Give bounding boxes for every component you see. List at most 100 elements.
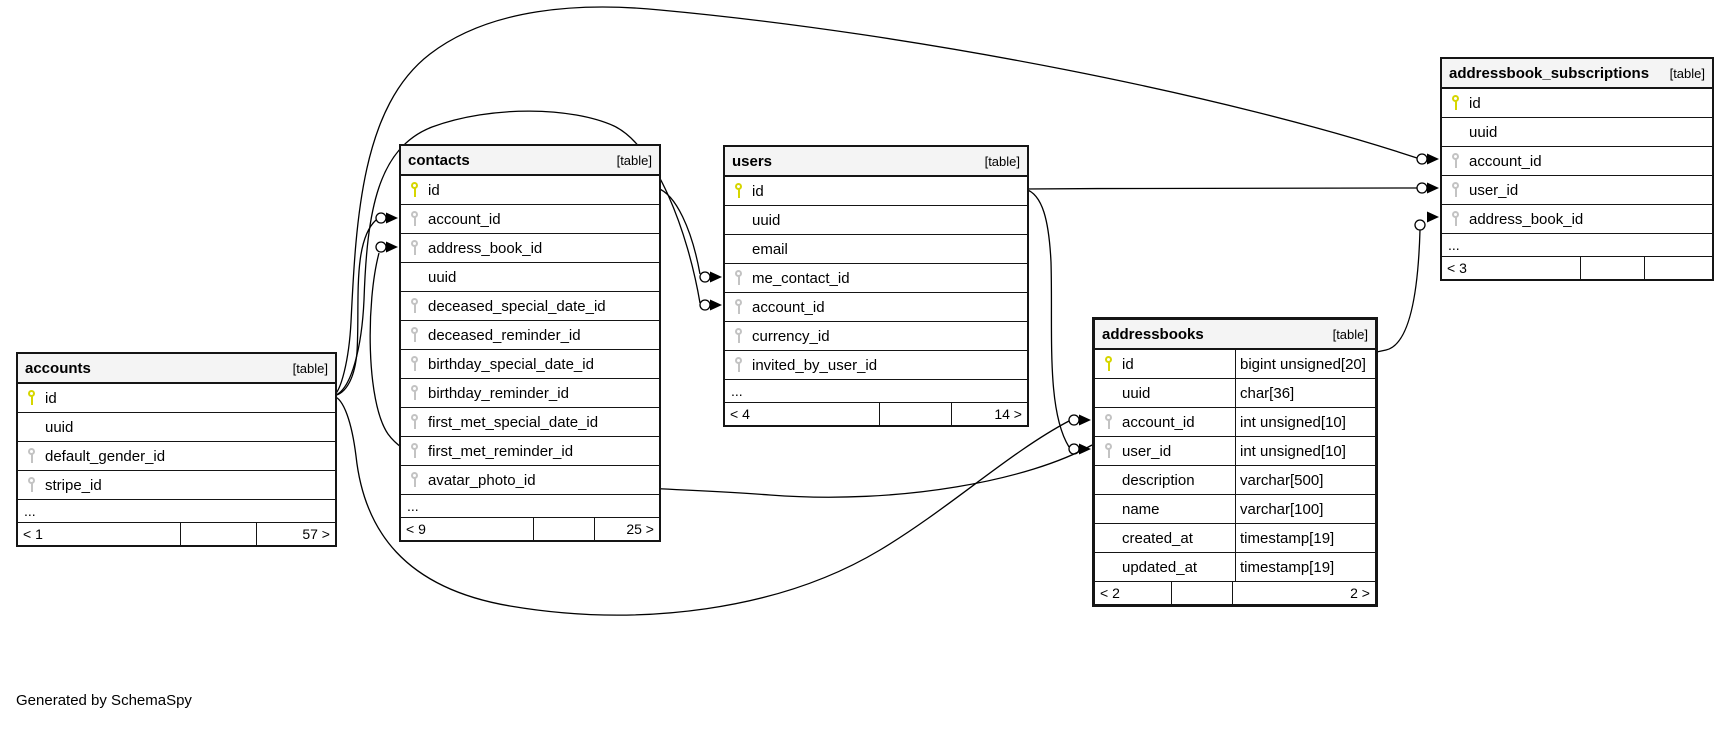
footer-parent-count: < 3 [1447,260,1467,276]
column-name: deceased_reminder_id [428,326,581,344]
key-gutter [401,356,428,372]
column-name: uuid [1122,384,1151,402]
column-row-accounts-id: id [18,383,335,412]
foreign-key-icon [27,477,36,493]
column-type: timestamp[19] [1235,524,1375,552]
foreign-key-arrowhead [386,212,398,224]
column-row-users-invited_by_user_id: invited_by_user_id [725,350,1027,379]
column-name: uuid [1469,123,1498,141]
key-gutter [1442,182,1469,198]
table-tag: [table] [1669,65,1705,81]
foreign-key-icon [410,356,419,372]
key-gutter [725,270,752,286]
foreign-key-icon [1451,211,1460,227]
column-name: default_gender_id [45,447,166,465]
key-gutter [1442,211,1469,227]
table-addressbooks[interactable]: addressbooks[table] id bigint unsigned[20]… [1092,317,1378,607]
table-header-addressbook_subscriptions[interactable]: addressbook_subscriptions [table] [1442,59,1712,88]
zero-or-many-circle [1416,182,1428,194]
foreign-key-arrowhead [1079,414,1091,426]
column-name: id [1469,94,1481,112]
column-type: varchar[500] [1235,466,1375,494]
column-name: uuid [752,211,781,229]
column-type: int unsigned[10] [1235,408,1375,436]
more-columns-ellipsis: ... [401,494,659,517]
primary-key-icon [410,182,419,198]
key-gutter [401,211,428,227]
column-row-accounts-stripe_id: stripe_id [18,470,335,499]
table-name[interactable]: contacts [408,151,470,169]
foreign-key-icon [1451,182,1460,198]
column-name: account_id [428,210,501,228]
key-gutter [1095,443,1122,459]
table-tag: [table] [616,152,652,168]
column-row-contacts-first_met_reminder_id: first_met_reminder_id [401,436,659,465]
table-header-users[interactable]: users [table] [725,147,1027,176]
column-name: account_id [1122,413,1195,431]
column-row-contacts-birthday_special_date_id: birthday_special_date_id [401,349,659,378]
column-name: uuid [428,268,457,286]
key-gutter [1442,153,1469,169]
column-type: char[36] [1235,379,1375,407]
column-row-addressbook_subscriptions-address_book_id: address_book_id [1442,204,1712,233]
column-row-addressbooks-account_id: account_id int unsigned[10] [1095,407,1375,436]
column-name: invited_by_user_id [752,356,878,374]
foreign-key-icon [1451,153,1460,169]
key-gutter [401,472,428,488]
column-name: updated_at [1122,558,1198,576]
more-columns-ellipsis: ... [725,379,1027,402]
table-name[interactable]: accounts [25,359,91,377]
table-addressbook_subscriptions[interactable]: addressbook_subscriptions [table] id uuid ac… [1440,57,1714,281]
zero-or-many-circle [699,299,711,311]
edge-users-id-to-addressbooks-user_id [1024,188,1091,455]
column-name: birthday_special_date_id [428,355,594,373]
foreign-key-icon [734,299,743,315]
column-name: name [1122,500,1160,518]
footer-middle-cell [879,403,951,425]
column-type: bigint unsigned[20] [1235,350,1375,378]
footer-child-count: 25 > [594,518,659,540]
column-name: stripe_id [45,476,102,494]
edge-accounts-id-to-addressbook_subscriptions-account_id [332,6,1439,397]
foreign-key-icon [410,385,419,401]
footer-child-count: 2 > [1232,582,1375,604]
column-name: user_id [1469,181,1519,199]
foreign-key-icon [734,270,743,286]
column-name: id [1122,355,1134,373]
foreign-key-arrowhead [1427,211,1439,223]
column-name: account_id [752,298,825,316]
column-name: address_book_id [428,239,543,257]
table-header-addressbooks[interactable]: addressbooks[table] [1095,320,1375,349]
edge-line [332,6,1418,397]
footer-parent-count: < 9 [406,521,426,537]
table-header-contacts[interactable]: contacts [table] [401,146,659,175]
primary-key-icon [734,183,743,199]
foreign-key-icon [1104,443,1113,459]
footer-parent-count: < 2 [1100,585,1120,601]
column-row-contacts-avatar_photo_id: avatar_photo_id [401,465,659,494]
edge-line [656,187,701,275]
table-name[interactable]: addressbooks [1102,325,1204,343]
footer-middle-cell [1579,257,1645,279]
zero-or-many-circle [1414,219,1426,231]
column-row-accounts-default_gender_id: default_gender_id [18,441,335,470]
foreign-key-icon [1104,414,1113,430]
table-name[interactable]: users [732,152,773,170]
table-name[interactable]: addressbook_subscriptions [1449,64,1650,82]
column-row-addressbook_subscriptions-account_id: account_id [1442,146,1712,175]
footer-middle-cell [179,523,256,545]
column-name: id [45,389,57,407]
foreign-key-icon [410,472,419,488]
table-footer-contacts: < 9 25 > [401,517,659,540]
table-header-accounts[interactable]: accounts[table] [18,354,335,383]
table-tag: [table] [984,153,1020,169]
foreign-key-icon [27,448,36,464]
foreign-key-icon [734,328,743,344]
